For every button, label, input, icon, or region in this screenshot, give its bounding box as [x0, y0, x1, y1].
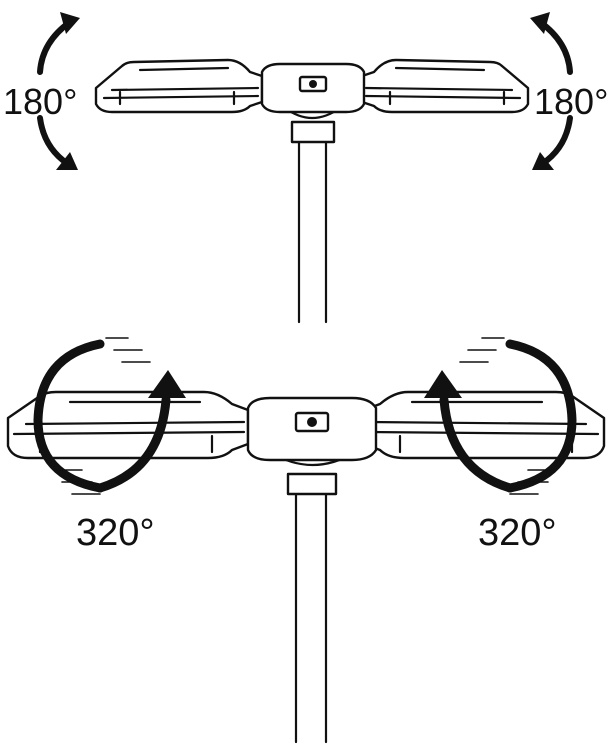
bottom-pole [268, 450, 358, 744]
top-right-angle-label: 180° [534, 81, 609, 122]
bottom-power-switch-icon [307, 417, 317, 427]
bottom-left-rotation-arrow-icon [33, 337, 186, 495]
top-light-assembly [37, 12, 573, 324]
bottom-right-light-head [362, 390, 606, 460]
bottom-right-angle-label: 320° [478, 512, 557, 554]
top-left-light-head [94, 58, 264, 114]
top-right-light-head [360, 58, 530, 114]
top-pole [283, 106, 342, 324]
bottom-left-angle-label: 320° [76, 512, 155, 554]
bottom-center-hub [246, 396, 378, 462]
bottom-right-rotation-arrow-icon [424, 337, 577, 495]
top-right-tilt-arrow-icon [530, 12, 573, 170]
top-power-switch-icon [309, 80, 317, 88]
bottom-light-assembly [6, 337, 606, 744]
top-left-tilt-arrow-icon [37, 12, 80, 170]
top-left-angle-label: 180° [3, 81, 78, 122]
top-center-hub [260, 62, 366, 114]
